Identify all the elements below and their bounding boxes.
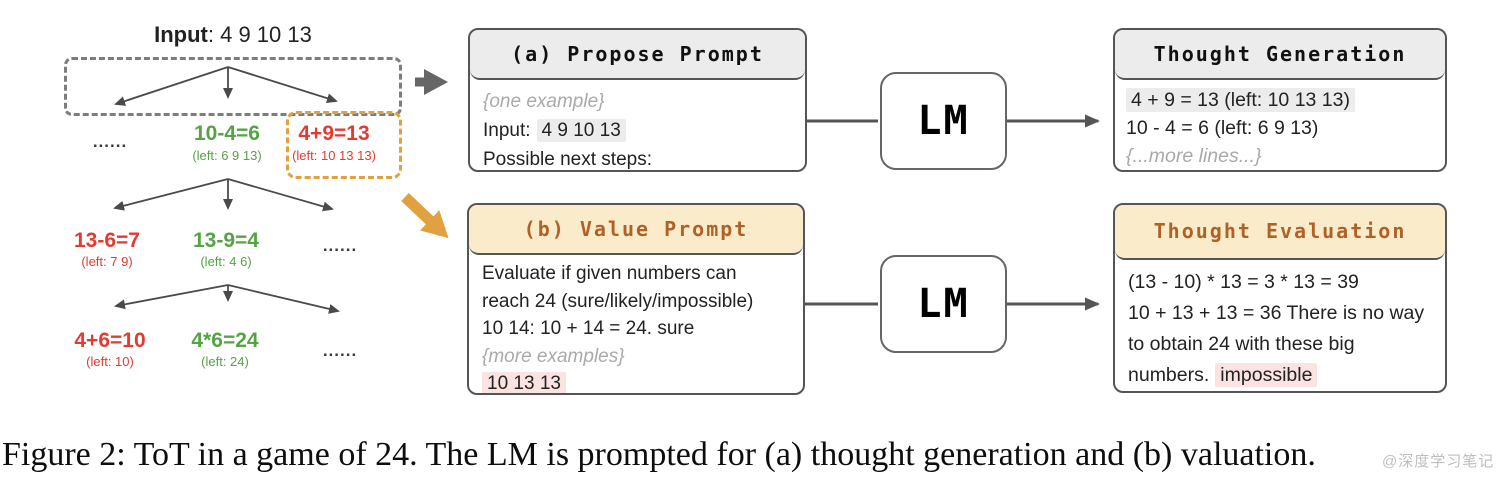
generation-more-lines: {...more lines...} [1126, 145, 1262, 167]
evaluation-line: numbers.impossible [1128, 360, 1432, 391]
input-numbers: : 4 9 10 13 [207, 22, 312, 47]
ellipsis-level1: ...... [92, 132, 128, 151]
tree-node-left: (left: 7 9) [81, 254, 133, 269]
value-more-examples: {more examples} [482, 345, 625, 367]
value-prompt-title: (b) Value Prompt [469, 205, 803, 255]
thought-generation-body: 4 + 9 = 13 (left: 10 13 13) 10 - 4 = 6 (… [1115, 80, 1445, 170]
value-query-numbers: 10 13 13 [482, 372, 566, 393]
propose-input-line: Input:4 9 10 13 [483, 116, 792, 145]
thought-evaluation-box: Thought Evaluation (13 - 10) * 13 = 3 * … [1113, 203, 1447, 393]
lm-box-bottom: LM [880, 255, 1007, 353]
propose-next-steps: Possible next steps: [483, 149, 652, 170]
thought-generation-title: Thought Generation [1115, 30, 1445, 80]
value-line: 10 13 13 [482, 370, 790, 393]
value-prompt-box: (b) Value Prompt Evaluate if given numbe… [467, 203, 805, 395]
tree-node-left: (left: 6 9 13) [192, 148, 262, 163]
tree-node-left: (left: 10 13 13) [292, 148, 376, 163]
value-line: reach 24 (sure/likely/impossible) [482, 290, 754, 312]
evaluation-line-prefix: numbers. [1128, 364, 1210, 386]
thought-evaluation-body: (13 - 10) * 13 = 3 * 13 = 39 10 + 13 + 1… [1115, 260, 1445, 391]
thought-evaluation-title: Thought Evaluation [1115, 205, 1445, 260]
evaluation-line: 10 + 13 + 13 = 36 There is no way [1128, 302, 1425, 324]
value-prompt-body: Evaluate if given numbers can reach 24 (… [469, 255, 803, 393]
propose-prompt-box: (a) Propose Prompt {one example} Input:4… [468, 28, 807, 172]
figure-caption: Figure 2: ToT in a game of 24. The LM is… [2, 436, 1316, 473]
evaluation-line: (13 - 10) * 13 = 3 * 13 = 39 [1128, 271, 1359, 293]
tree-node-left: (left: 4 6) [200, 254, 252, 269]
evaluation-line: to obtain 24 with these big [1128, 333, 1355, 355]
input-word: Input [154, 22, 208, 47]
ellipsis-level2: ...... [322, 236, 358, 255]
propose-prompt-title: (a) Propose Prompt [470, 30, 805, 80]
generation-line: 4 + 9 = 13 (left: 10 13 13) [1126, 86, 1434, 114]
tree-node: 4+6=10 [74, 329, 146, 352]
lm-box-top: LM [880, 72, 1007, 170]
generation-highlighted-line: 4 + 9 = 13 (left: 10 13 13) [1126, 88, 1355, 112]
tree-node-left: (left: 24) [201, 354, 249, 369]
tree-node: 4*6=24 [191, 329, 259, 352]
selected-dashed-box [286, 111, 402, 179]
watermark: @深度学习笔记 [1382, 453, 1495, 470]
evaluation-verdict: impossible [1215, 363, 1318, 387]
tree-node: 13-9=4 [193, 229, 259, 252]
value-line: Evaluate if given numbers can [482, 263, 737, 284]
tree-node: 13-6=7 [74, 229, 140, 252]
root-dashed-box [64, 57, 402, 116]
ellipsis-level3: ...... [322, 341, 358, 360]
tree-node: 4+9=13 [298, 122, 370, 145]
generation-line: 10 - 4 = 6 (left: 6 9 13) [1126, 117, 1319, 139]
tree-node-left: (left: 10) [86, 354, 134, 369]
thought-generation-box: Thought Generation 4 + 9 = 13 (left: 10 … [1113, 28, 1447, 172]
propose-input-prefix: Input: [483, 120, 531, 141]
propose-input-numbers: 4 9 10 13 [536, 119, 626, 142]
value-line: 10 14: 10 + 14 = 24. sure [482, 318, 695, 339]
propose-example-placeholder: {one example} [483, 91, 605, 112]
tree-input-label: Input: 4 9 10 13 [154, 22, 312, 48]
propose-prompt-body: {one example} Input:4 9 10 13 Possible n… [470, 80, 805, 170]
tree-node: 10-4=6 [194, 122, 260, 145]
